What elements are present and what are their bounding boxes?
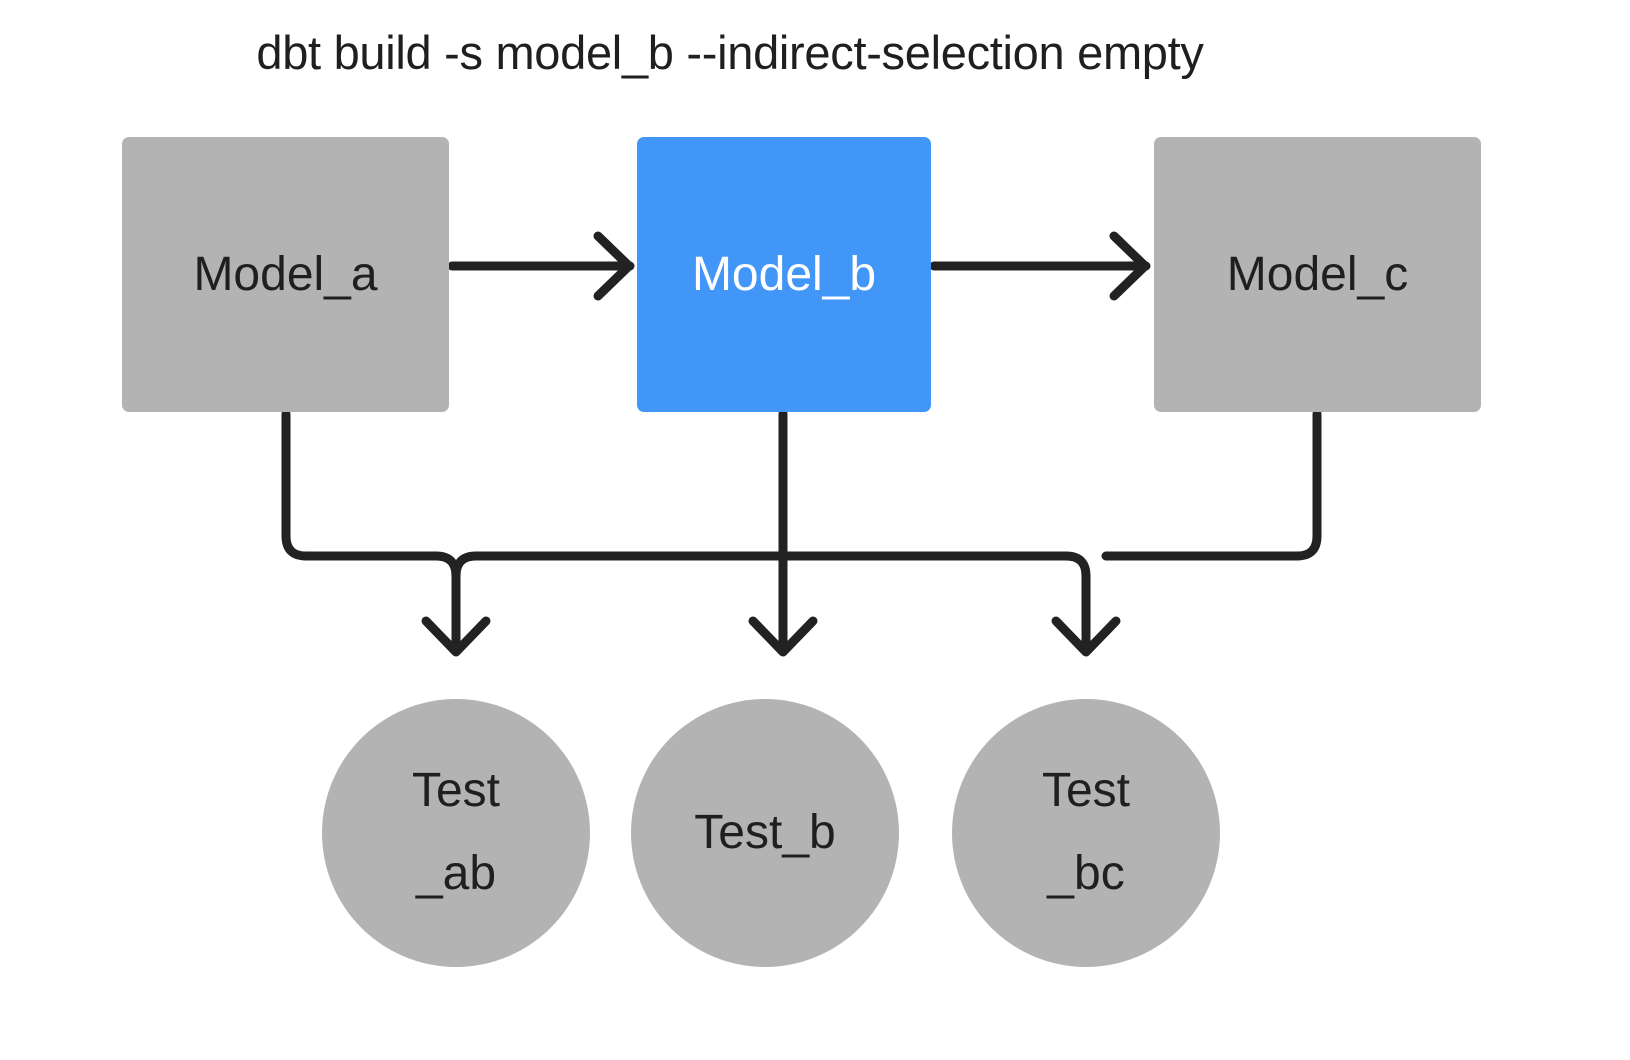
- edge-model-a-to-model-b: [447, 231, 635, 301]
- node-label-model-a: Model_a: [193, 248, 378, 301]
- arrowhead-test-ab: [421, 616, 491, 657]
- node-model-a[interactable]: Model_a: [122, 137, 449, 412]
- node-model-b[interactable]: Model_b: [637, 137, 931, 412]
- arrowhead-test-b: [748, 616, 818, 657]
- edge-model-a-to-test-ab: [281, 409, 461, 655]
- node-label-test-bc: Test _bc: [1041, 764, 1131, 900]
- arrowhead-test-bc: [1051, 616, 1121, 657]
- edge-model-b-to-model-c: [929, 231, 1151, 301]
- page-title: dbt build -s model_b --indirect-selectio…: [256, 26, 1204, 79]
- edge-model-c-to-test-bc: [1101, 409, 1322, 561]
- node-model-c[interactable]: Model_c: [1154, 137, 1481, 412]
- node-label-model-c: Model_c: [1226, 248, 1409, 301]
- edge-model-b-to-test-ab: [451, 551, 788, 581]
- node-label-test-b: Test_b: [694, 805, 836, 859]
- node-test-b[interactable]: Test_b: [631, 699, 899, 967]
- node-label-test-ab: Test _ab: [411, 764, 501, 900]
- node-test-bc[interactable]: Test _bc: [952, 699, 1220, 967]
- node-label-model-b: Model_b: [691, 248, 877, 301]
- edge-model-b-to-test-bc: [778, 551, 1091, 655]
- node-test-ab[interactable]: Test _ab: [322, 699, 590, 967]
